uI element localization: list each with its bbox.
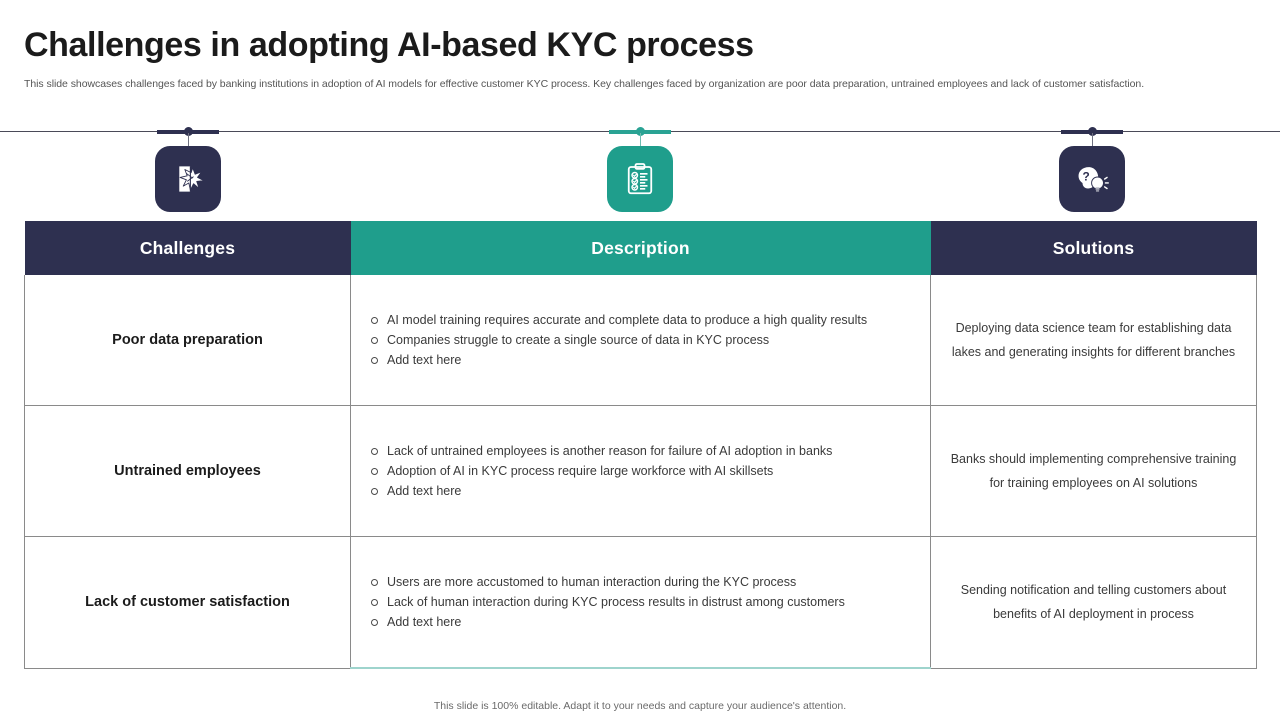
description-cell: Users are more accustomed to human inter… [350, 536, 931, 669]
timeline-connector-3 [1092, 133, 1093, 155]
column-header-description: Description [350, 221, 931, 275]
description-bullet-list: Users are more accustomed to human inter… [363, 572, 930, 633]
solution-text: Deploying data science team for establis… [930, 275, 1257, 406]
solution-text: Sending notification and telling custome… [930, 536, 1257, 669]
timeline-marker-1 [184, 127, 193, 136]
page-title: Challenges in adopting AI-based KYC proc… [24, 26, 754, 64]
icon-badge-solutions[interactable]: ? [1059, 146, 1125, 212]
column-header-challenges: Challenges [24, 221, 351, 275]
broken-document-burst-icon [179, 166, 205, 192]
list-item: Lack of human interaction during KYC pro… [363, 592, 930, 612]
description-bullet-list: AI model training requires accurate and … [363, 310, 930, 371]
column-header-solutions: Solutions [930, 221, 1257, 275]
page-subtitle: This slide showcases challenges faced by… [24, 78, 1145, 90]
brain-question-lightbulb-icon: ? [1078, 167, 1109, 192]
list-item: Add text here [363, 612, 930, 632]
list-item: Companies struggle to create a single so… [363, 330, 930, 350]
footer-note: This slide is 100% editable. Adapt it to… [433, 700, 847, 712]
list-item: Add text here [363, 481, 930, 501]
list-item: Add text here [363, 350, 930, 370]
description-cell: AI model training requires accurate and … [350, 275, 931, 406]
challenge-label: Lack of customer satisfaction [24, 536, 351, 669]
icon-badge-challenges[interactable] [155, 146, 221, 212]
timeline-connector-2 [640, 133, 641, 155]
description-bullet-list: Lack of untrained employees is another r… [363, 441, 930, 502]
timeline-marker-2 [636, 127, 645, 136]
challenge-label: Poor data preparation [24, 275, 351, 406]
clipboard-checklist-icon [627, 163, 653, 195]
challenge-label: Untrained employees [24, 405, 351, 537]
list-item: Users are more accustomed to human inter… [363, 572, 930, 592]
list-item: Lack of untrained employees is another r… [363, 441, 930, 461]
description-cell: Lack of untrained employees is another r… [350, 405, 931, 537]
table-row: Untrained employees Lack of untrained em… [24, 405, 1257, 537]
challenges-table: Challenges Description Solutions Poor da… [24, 221, 1257, 669]
timeline-marker-3 [1088, 127, 1097, 136]
svg-text:?: ? [1082, 170, 1089, 184]
icon-badge-description[interactable] [607, 146, 673, 212]
table-header-row: Challenges Description Solutions [24, 221, 1257, 275]
table-row: Lack of customer satisfaction Users are … [24, 536, 1257, 669]
timeline-connector-1 [188, 133, 189, 155]
timeline-rule [0, 127, 1280, 155]
solution-text: Banks should implementing comprehensive … [930, 405, 1257, 537]
list-item: Adoption of AI in KYC process require la… [363, 461, 930, 481]
list-item: AI model training requires accurate and … [363, 310, 930, 330]
table-row: Poor data preparation AI model training … [24, 275, 1257, 406]
